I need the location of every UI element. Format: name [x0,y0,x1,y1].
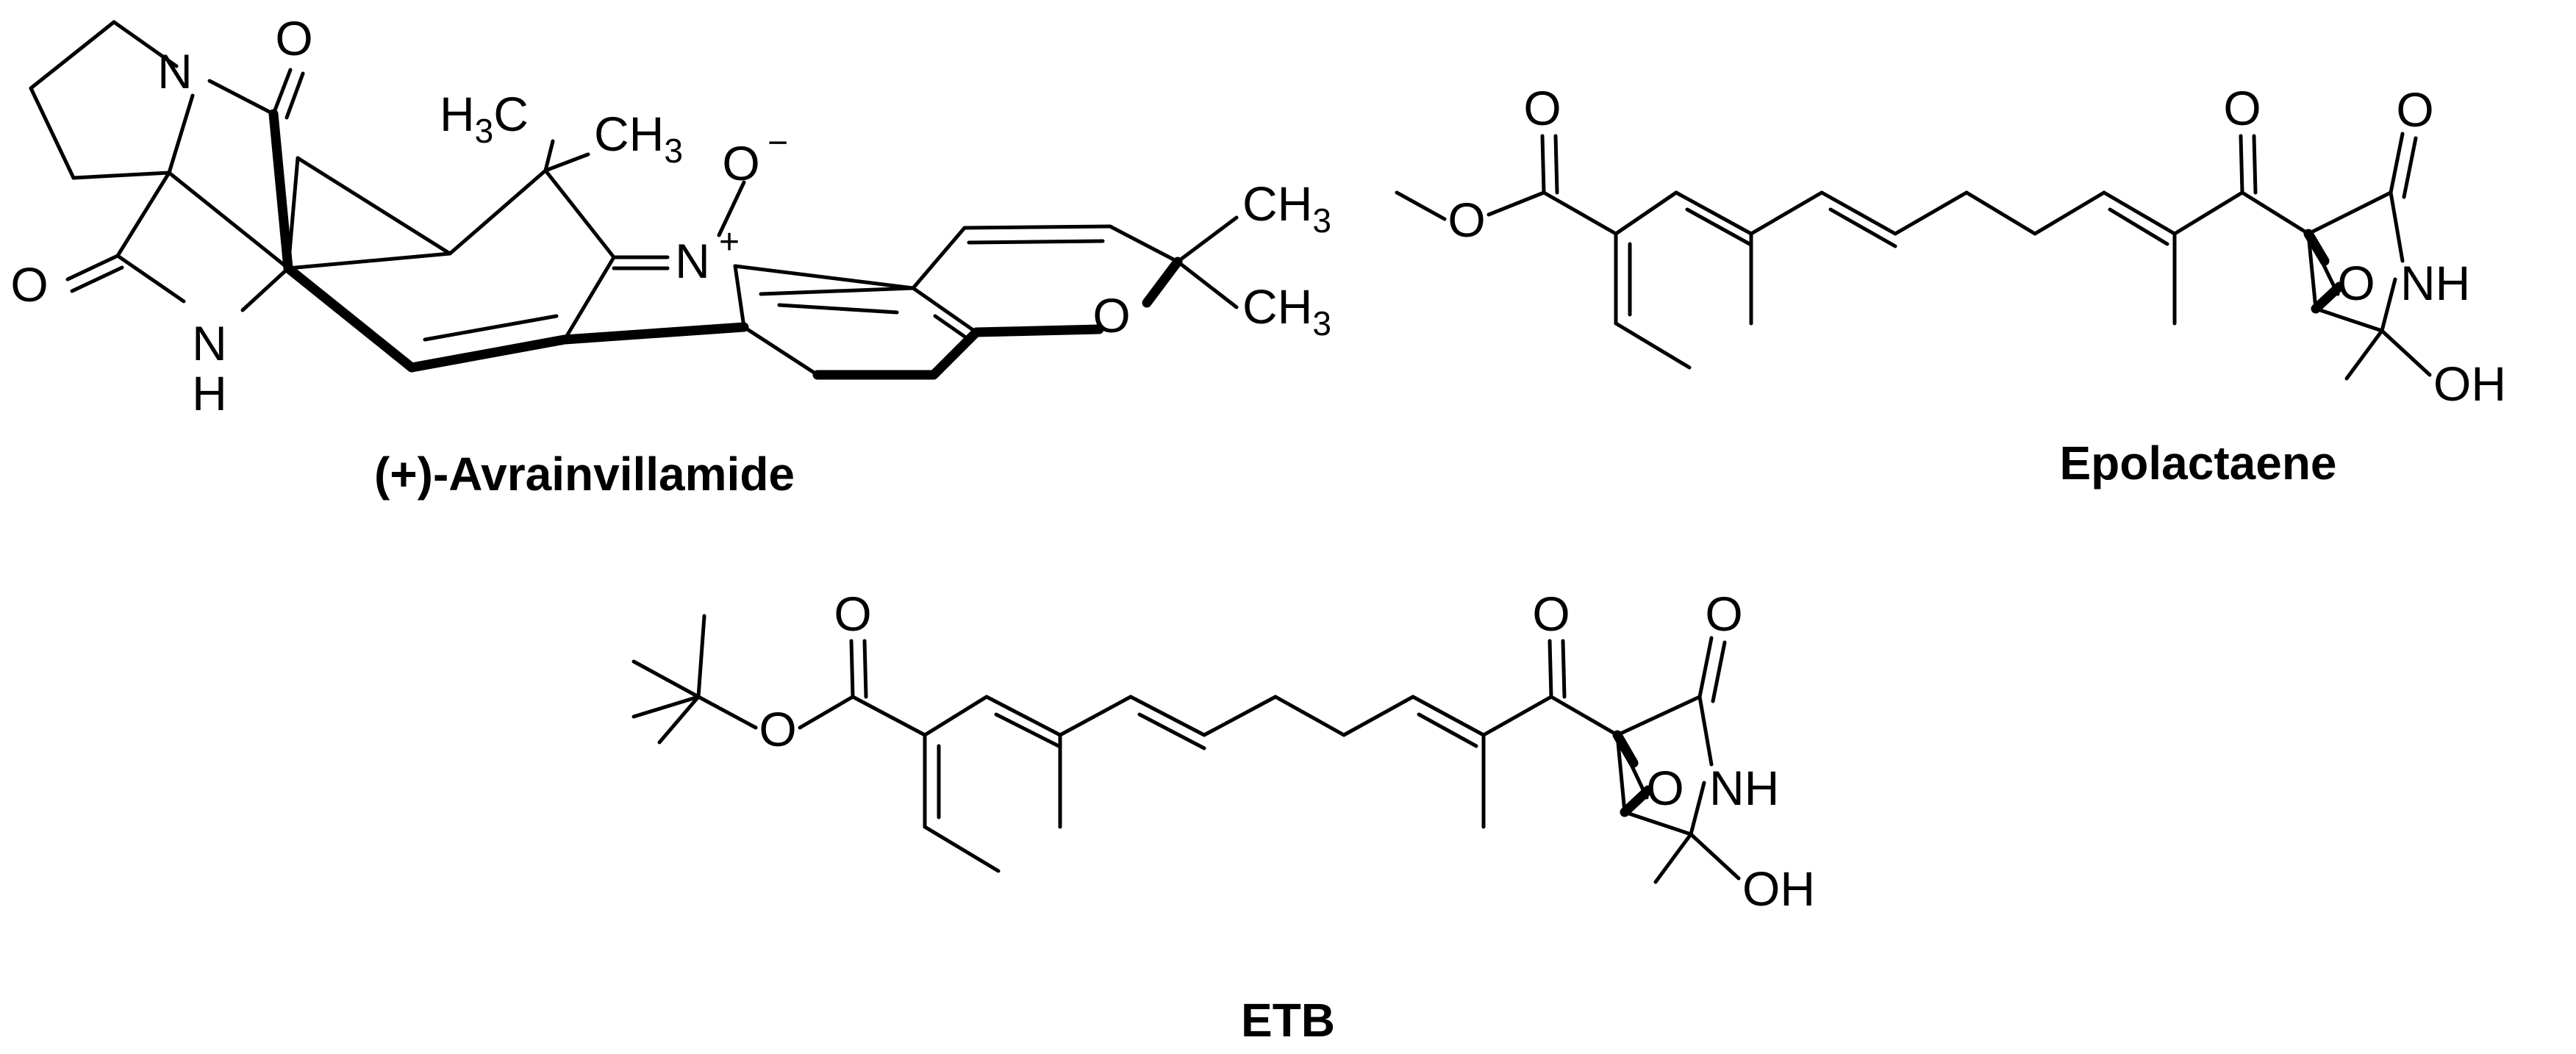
atom-o-epoxide: O [1646,761,1684,815]
atom-n-pyrrolidine: N [157,44,193,98]
atom-o-lactam: O [2396,82,2433,137]
atom-oh: OH [2433,356,2506,411]
etb-structure: O O O O O NH OH ETB [632,587,1815,1047]
charge-plus: + [719,223,740,262]
compound-name-avrainvillamide: (+)-Avrainvillamide [374,448,795,501]
atom-o-pyran: O [1092,288,1130,343]
atom-n-amide: N [192,316,227,370]
avrainvillamide-wedge-bonds [268,109,1183,380]
atom-o-epoxide: O [2337,256,2375,310]
atom-nh: NH [1709,761,1779,815]
atom-n-oxide-o: O [722,136,759,190]
atom-o-ester-carbonyl: O [834,587,871,641]
compound-name-etb: ETB [1241,994,1335,1047]
atom-h3c-label: H3C [440,87,529,150]
etb-bonds [632,614,1741,884]
atom-h-amide: H [192,366,227,420]
atom-ch3-label: CH3 [594,107,683,170]
compound-name-epolactaene: Epolactaene [2059,437,2336,490]
avrainvillamide-atoms: N O O N H H3C CH3 N + O − CH3 CH3 O [10,11,1331,420]
atom-o-ester: O [759,702,796,756]
epolactaene-bonds [1395,132,2432,381]
atom-o-ketone: O [2223,81,2261,135]
etb-wedge-bonds [1612,730,1653,817]
epolactaene-wedge-bonds [2303,229,2344,314]
atom-o-lactam: O [10,257,48,312]
atom-o-ketone: O [275,11,312,65]
etb-atoms: O O O O O NH OH [759,587,1815,916]
atom-o-ester: O [1448,193,1485,247]
atom-n-oxide-n: N [675,234,710,288]
charge-minus: − [768,123,788,162]
atom-oh: OH [1742,861,1815,916]
epolactaene-atoms: O O O O O NH OH [1448,81,2506,411]
atom-o-ketone: O [1532,587,1570,641]
epolactaene-structure: O O O O O NH OH Epolactaene [1395,81,2506,490]
atom-ch3-top: CH3 [1242,176,1331,240]
atom-ch3-bottom: CH3 [1242,279,1331,343]
avrainvillamide-structure: N O O N H H3C CH3 N + O − CH3 CH3 O (+)-… [10,11,1331,501]
atom-nh: NH [2400,256,2470,310]
atom-o-lactam: O [1705,587,1742,641]
atom-o-ester-carbonyl: O [1523,81,1561,135]
